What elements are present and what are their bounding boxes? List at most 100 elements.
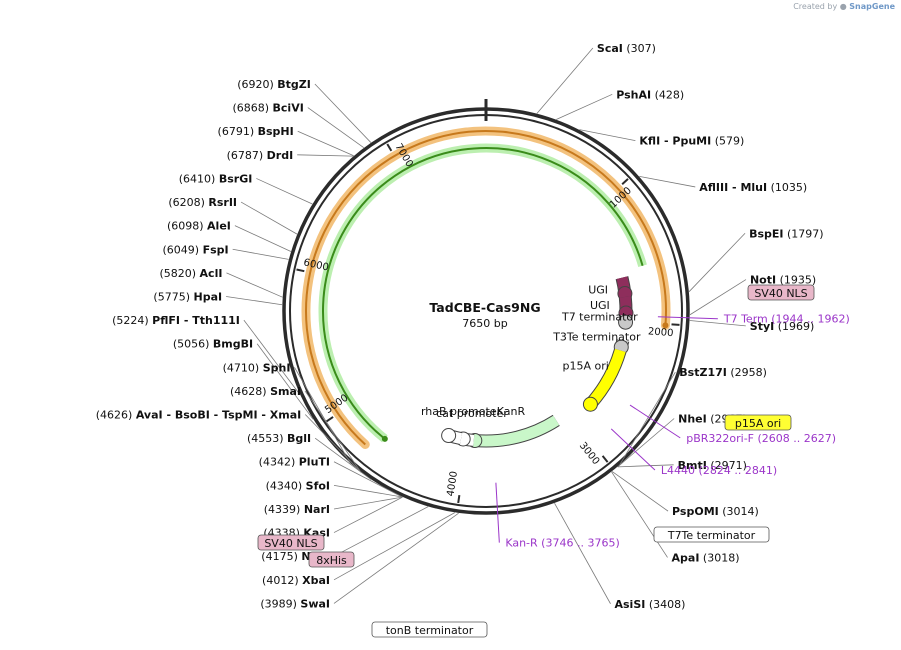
credit-brand: SnapGene <box>849 2 895 11</box>
snapgene-logo-icon: ● <box>839 2 847 11</box>
site-leader-line <box>314 83 372 143</box>
boxed-label: 8xHis <box>316 554 347 567</box>
site-position: (4628) <box>230 385 270 398</box>
cas9-outer-arc-line <box>305 130 667 446</box>
primer-label: pBR322ori-F (2608 .. 2627) <box>686 432 836 445</box>
restriction-site-label: (4339) NarI <box>264 503 330 516</box>
primer-leader-line <box>495 482 500 543</box>
site-name: AclI <box>200 267 223 280</box>
site-name: SmaI <box>270 385 301 398</box>
site-position: (4710) <box>223 361 263 374</box>
site-leader-line <box>639 175 696 188</box>
site-leader-line <box>333 512 455 581</box>
restriction-site-label: (4710) SphI <box>223 361 291 374</box>
site-name: SwaI <box>300 597 330 610</box>
site-leader-line <box>617 418 675 467</box>
position-tick <box>325 416 334 423</box>
feature-label: T7 terminator <box>561 310 638 323</box>
primer-range: (1944 .. 1962) <box>771 313 850 326</box>
position-tick <box>671 323 680 326</box>
restriction-site-label: (3989) SwaI <box>260 597 330 610</box>
restriction-site-label: BspEI (1797) <box>749 227 824 240</box>
restriction-site-label: (4012) XbaI <box>262 574 330 587</box>
feature-label: T3Te terminator <box>552 331 641 344</box>
cas9-outer-arc <box>301 126 671 450</box>
tick-label: 6000 <box>302 257 329 273</box>
site-leader-line <box>689 320 746 327</box>
restriction-site-label: (4340) SfoI <box>266 479 330 492</box>
site-leader-line <box>611 471 669 512</box>
site-position: (4012) <box>262 574 302 587</box>
site-name: PspOMI <box>672 505 719 518</box>
cas9-arc-arrowhead <box>662 322 669 329</box>
site-leader-line <box>226 296 283 306</box>
site-name: ScaI <box>597 42 623 55</box>
primer-label: Kan-R (3746 .. 3765) <box>505 537 619 550</box>
site-position: (4553) <box>247 432 287 445</box>
site-leader-line <box>256 178 313 205</box>
restriction-site-label: (4626) AvaI - BsoBI - TspMI - XmaI <box>96 409 302 422</box>
site-name: AflIII <box>699 181 728 194</box>
site-leader-line <box>611 471 668 558</box>
boxed-label: SV40 NLS <box>264 537 317 550</box>
site-position: (3408) <box>645 598 685 611</box>
restriction-site-label: (5775) HpaI <box>153 290 222 303</box>
feature-label: rhaB promoter <box>421 405 502 418</box>
restriction-site-label: AflIII - MluI (1035) <box>699 181 807 194</box>
site-name: PflFI <box>152 314 180 327</box>
restriction-site-label: (6787) DrdI <box>227 149 294 162</box>
site-name: XbaI <box>302 574 330 587</box>
site-name: BstZ17I <box>679 366 727 379</box>
site-position: (4175) <box>261 550 301 563</box>
site-position: (1035) <box>767 181 807 194</box>
boxed-label-rect <box>747 284 815 301</box>
restriction-site-label: (4553) BglI <box>247 432 311 445</box>
restriction-site-label: PshAI (428) <box>616 88 684 101</box>
site-position: (3018) <box>699 551 739 564</box>
site-name: BspEI <box>749 227 783 240</box>
site-position: (6787) <box>227 149 267 162</box>
site-leader-line <box>333 506 429 557</box>
site-leader-line <box>579 129 636 142</box>
site-position: (6920) <box>237 78 277 91</box>
site-leader-line <box>556 93 613 120</box>
restriction-site-label: AsiSI (3408) <box>615 598 686 611</box>
site-position: (4340) <box>266 479 306 492</box>
primer-name: Kan-R <box>505 537 541 550</box>
site-position: (4626) <box>96 409 136 422</box>
site-position: (307) <box>623 42 656 55</box>
restriction-site-label: BmtI (2971) <box>678 459 747 472</box>
site-position: (5775) <box>153 290 193 303</box>
snapgene-credit: Created by ● SnapGene <box>793 2 895 11</box>
site-position: (1969) <box>774 320 814 333</box>
credit-prefix: Created by <box>793 2 838 11</box>
restriction-site-label: (6920) BtgZI <box>237 78 311 91</box>
boxed-label-rect <box>371 621 488 638</box>
tick-label: 2000 <box>648 326 674 339</box>
tick-label: 3000 <box>577 440 602 467</box>
site-name: BmgBI <box>213 338 253 351</box>
restriction-site-label: (5224) PflFI - Tth111I <box>112 314 240 327</box>
position-tick <box>621 178 629 186</box>
feature-arrowhead <box>441 428 457 444</box>
feature-arrowhead <box>582 396 598 412</box>
site-leader-line <box>307 107 365 148</box>
site-leader-line <box>297 154 354 157</box>
site-name: NheI <box>678 413 707 426</box>
site-name: AleI <box>207 220 231 233</box>
site-name: BglI <box>287 432 311 445</box>
position-tick <box>296 268 305 273</box>
site-name: HpaI <box>193 290 222 303</box>
site-leader-line <box>333 512 459 604</box>
site-position: (5056) <box>173 338 213 351</box>
primer-leader-line <box>610 428 656 471</box>
primer-label: T7 Term (1944 .. 1962) <box>723 313 850 326</box>
boxed-label-rect <box>653 526 770 543</box>
site-name: PluTI <box>299 456 330 469</box>
restriction-site-label: BstZ17I (2958) <box>679 366 767 379</box>
site-leader-line <box>333 496 403 510</box>
site-name: BmtI <box>678 459 707 472</box>
site-position: (1935) <box>776 274 816 287</box>
boxed-label: tonB terminator <box>386 624 474 637</box>
